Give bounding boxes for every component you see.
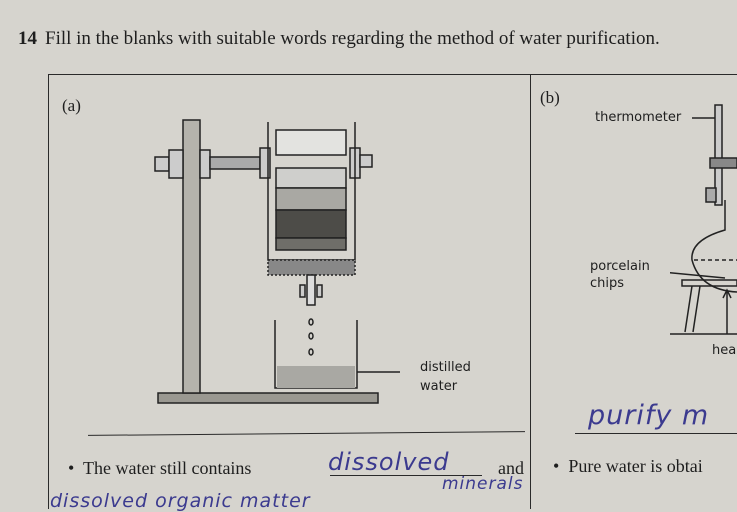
distillation-diagram bbox=[670, 104, 737, 335]
stand-base bbox=[157, 392, 379, 404]
flask bbox=[691, 200, 737, 293]
column-divider bbox=[530, 74, 531, 509]
answer-line-b1[interactable] bbox=[575, 433, 737, 434]
filtration-diagram bbox=[154, 119, 400, 404]
box-top-border bbox=[48, 74, 737, 75]
sentence-b: • Pure water is obtai bbox=[553, 456, 703, 476]
stand-pole bbox=[182, 119, 201, 394]
handwritten-answer-organic-matter: dissolved organic matter bbox=[50, 490, 311, 512]
handwritten-answer-purify: purify m bbox=[588, 400, 710, 431]
heat-label: hea bbox=[712, 343, 737, 358]
sentence-a: • The water still contains bbox=[68, 458, 252, 478]
thermometer bbox=[714, 104, 723, 206]
box-left-border bbox=[48, 74, 49, 509]
sentence-a-and: and bbox=[498, 458, 524, 478]
answer-line-a1 bbox=[88, 431, 525, 436]
part-b-label: (b) bbox=[540, 88, 560, 107]
handwritten-answer-minerals: minerals bbox=[442, 474, 524, 494]
handwritten-answer-dissolved: dissolved bbox=[328, 448, 450, 476]
blank-line-1[interactable] bbox=[330, 475, 482, 476]
part-a-label: (a) bbox=[62, 96, 81, 115]
thermometer-label: thermometer bbox=[595, 110, 682, 125]
